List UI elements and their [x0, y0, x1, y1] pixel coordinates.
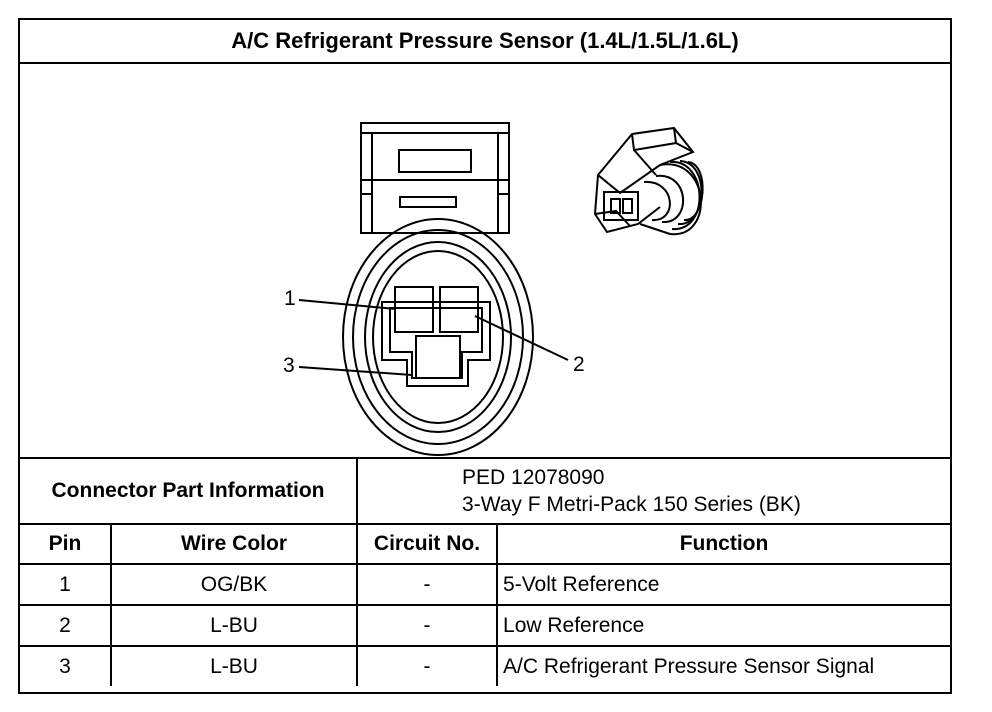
connector-end-view-frame: A/C Refrigerant Pressure Sensor (1.4L/1.…: [18, 18, 952, 694]
wire-color-cell: OG/BK: [109, 563, 359, 606]
wire-color-cell: L-BU: [109, 645, 359, 686]
connector-illustration: [298, 122, 704, 456]
pin-cell: 2: [20, 604, 112, 647]
pin-2-callout: 2: [573, 353, 585, 376]
table-row: 2 L-BU - Low Reference: [20, 604, 951, 647]
page-title: A/C Refrigerant Pressure Sensor (1.4L/1.…: [20, 20, 950, 64]
connector-isometric-view: [593, 126, 704, 236]
pin-cell: 3: [20, 645, 112, 686]
pin-3-cavity: [415, 335, 461, 379]
wire-color-cell: L-BU: [109, 604, 359, 647]
pin-cell: 1: [20, 563, 112, 606]
connector-part-info-value: PED 12078090 3-Way F Metri-Pack 150 Seri…: [356, 457, 951, 525]
part-description: 3-Way F Metri-Pack 150 Series (BK): [462, 493, 801, 516]
connector-inner-ring: [364, 241, 512, 433]
pin-1-callout: 1: [284, 287, 296, 310]
table-header-row: Pin Wire Color Circuit No. Function: [20, 523, 951, 565]
part-number: PED 12078090: [462, 466, 605, 489]
table-row: 3 L-BU - A/C Refrigerant Pressure Sensor…: [20, 645, 951, 686]
connector-latch-window: [398, 149, 472, 173]
circuit-cell: -: [356, 645, 499, 686]
connector-part-info-row: Connector Part Information PED 12078090 …: [20, 457, 951, 525]
function-cell: A/C Refrigerant Pressure Sensor Signal: [496, 645, 951, 686]
header-wire-color: Wire Color: [109, 523, 359, 565]
connector-outer-ring: [342, 218, 534, 456]
connector-info-table: Connector Part Information PED 12078090 …: [20, 457, 951, 686]
connector-figure: 1 2 3: [20, 64, 950, 457]
header-circuit-no: Circuit No.: [356, 523, 499, 565]
pin-3-callout: 3: [283, 354, 295, 377]
connector-part-info-label: Connector Part Information: [20, 457, 359, 525]
header-pin: Pin: [20, 523, 112, 565]
function-cell: Low Reference: [496, 604, 951, 647]
circuit-cell: -: [356, 604, 499, 647]
circuit-cell: -: [356, 563, 499, 606]
table-row: 1 OG/BK - 5-Volt Reference: [20, 563, 951, 606]
pin-2-cavity: [439, 286, 479, 333]
pin-1-cavity: [394, 286, 434, 333]
header-function: Function: [496, 523, 951, 565]
function-cell: 5-Volt Reference: [496, 563, 951, 606]
connector-housing: [360, 122, 510, 234]
